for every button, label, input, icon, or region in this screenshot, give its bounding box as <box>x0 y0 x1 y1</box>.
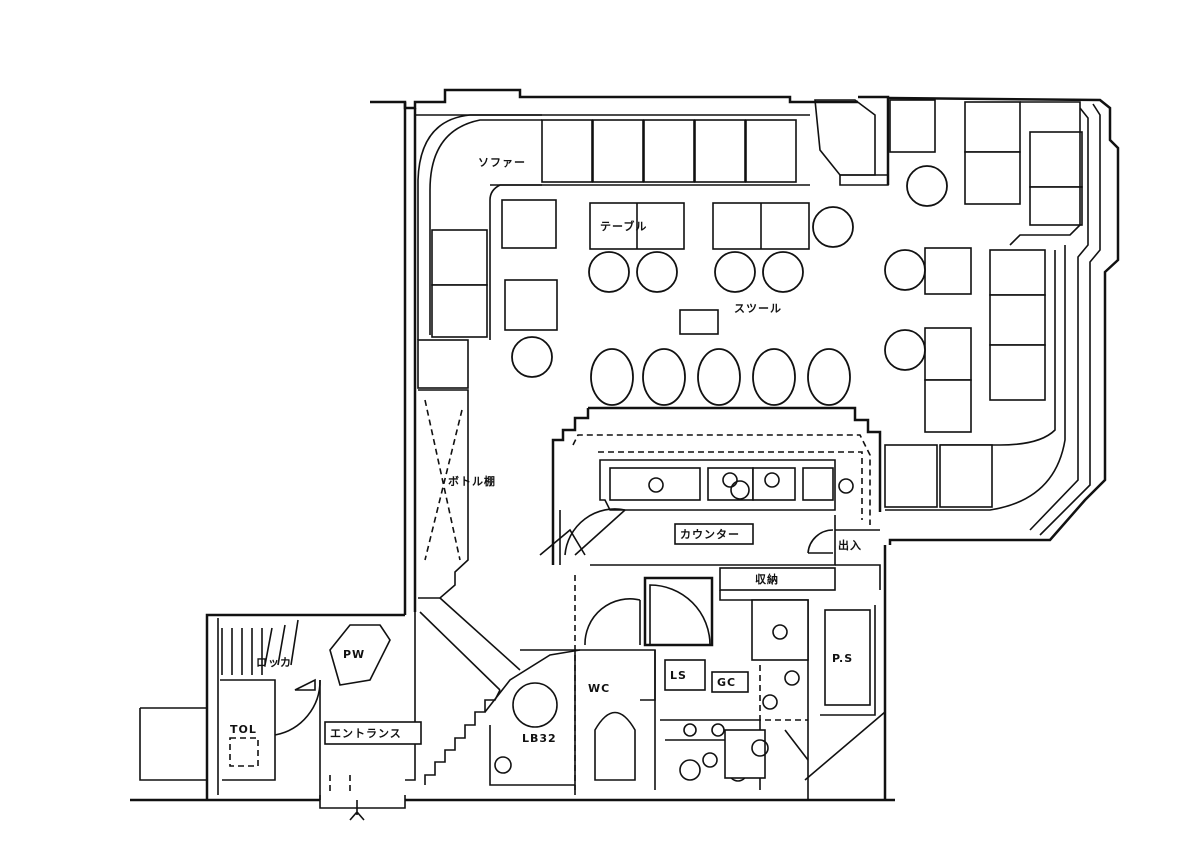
label-pw: PW <box>343 648 365 661</box>
counter-label-box <box>674 523 754 545</box>
label-bottle-shelf: ボトル棚 <box>448 474 496 488</box>
label-toilet-left: TOL <box>230 723 257 736</box>
label-entrance-small: 出入 <box>838 538 862 552</box>
label-wc: WC <box>588 682 610 695</box>
label-lb: LB32 <box>522 732 557 745</box>
tables <box>501 199 972 433</box>
entrance-label-box <box>324 721 422 745</box>
label-sofa: ソファー <box>478 156 526 169</box>
label-counter: カウンター <box>680 528 740 541</box>
outer-walls <box>130 88 1120 809</box>
bar-counter <box>539 406 882 591</box>
sofa-banks <box>415 99 1083 599</box>
label-table: テーブル <box>600 219 647 233</box>
label-ls: LS <box>670 669 687 682</box>
label-gc: GC <box>717 676 736 689</box>
label-storage: 収納 <box>755 572 779 586</box>
label-stool: スツール <box>734 302 782 315</box>
stools <box>511 165 948 406</box>
room-labels: ソファー テーブル スツール ボトル棚 カウンター 出入 収納 ロッカ PW T… <box>230 156 862 745</box>
label-locker: ロッカ <box>256 656 292 669</box>
label-ps: P.S <box>832 652 853 665</box>
lower-rooms <box>220 575 871 821</box>
label-entrance: エントランス <box>330 727 402 740</box>
